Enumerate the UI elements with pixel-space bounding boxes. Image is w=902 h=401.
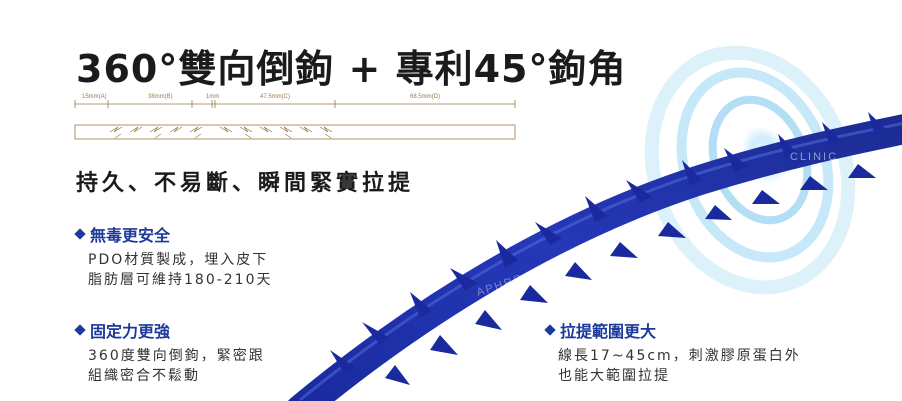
diamond-bullet-icon (74, 228, 86, 240)
watermark-clinic: CLINIC (790, 151, 838, 163)
feature-description: 360度雙向倒鉤，緊密跟 組織密合不鬆動 (88, 348, 265, 384)
diagram-label-b: 38mm(B) (148, 94, 173, 100)
feature-title: 拉提範圍更大 (560, 322, 657, 341)
subtitle: 持久、不易斷、瞬間緊實拉提 (76, 171, 415, 196)
diagram-label-c: 47.5mm(C) (260, 94, 290, 100)
diamond-bullet-icon (74, 324, 86, 336)
diagram-label-d: 68.5mm(D) (410, 94, 440, 100)
diagram-label-a: 15mm(A) (82, 94, 107, 100)
feature-description: PDO材質製成，埋入皮下 脂肪層可維持180-210天 (88, 252, 273, 288)
watermark-aphro: APHRO (475, 272, 525, 299)
thread-outline (74, 124, 516, 140)
feature-fixation: 固定力更強 360度雙向倒鉤，緊密跟 組織密合不鬆動 (74, 318, 265, 386)
barb-marks (109, 126, 333, 139)
swirl-effect (644, 45, 856, 295)
diagram-label-1mm: 1mm (206, 94, 219, 100)
thread-length-diagram: 15mm(A) 38mm(B) 1mm 47.5mm(C) 68.5mm(D) (74, 94, 516, 140)
diamond-bullet-icon (544, 324, 556, 336)
headline: 360°雙向倒鉤 + 專利45°鉤角 (76, 47, 627, 91)
feature-safety: 無毒更安全 PDO材質製成，埋入皮下 脂肪層可維持180-210天 (74, 222, 273, 290)
feature-title: 無毒更安全 (90, 226, 171, 245)
feature-lift-range: 拉提範圍更大 線長17~45cm，刺激膠原蛋白外 也能大範圍拉提 (544, 318, 801, 386)
feature-description: 線長17~45cm，刺激膠原蛋白外 也能大範圍拉提 (558, 348, 801, 384)
feature-title: 固定力更強 (90, 322, 171, 341)
